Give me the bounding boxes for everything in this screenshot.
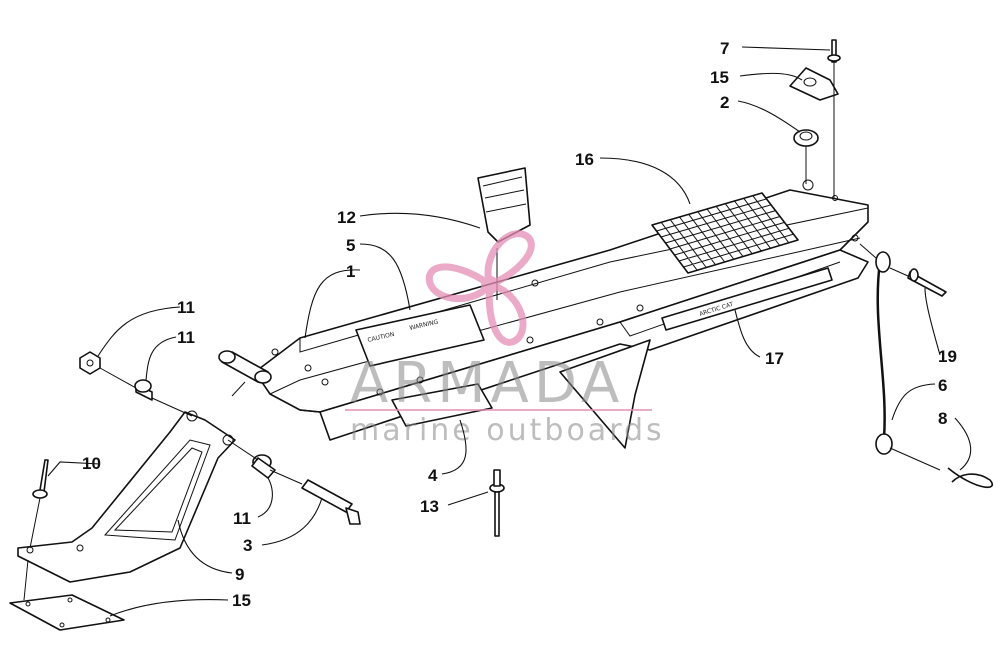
assembly-axes [23, 62, 909, 601]
bushing-part-upper [134, 379, 153, 401]
callout-10: 10 [82, 454, 101, 473]
callout-1: 1 [346, 262, 355, 281]
callout-18: 17 [765, 349, 784, 368]
callout-8: 8 [938, 409, 947, 428]
callout-9: 9 [235, 565, 244, 584]
armada-watermark: ARMADA marine outboards [345, 230, 665, 448]
tether-cord-part [875, 251, 893, 455]
callout-labels: 7 15 2 16 12 5 1 11 11 17 19 6 8 10 4 13… [82, 39, 957, 610]
clip-part [947, 467, 993, 488]
callout-2: 2 [720, 93, 729, 112]
callout-14: 13 [420, 497, 439, 516]
callout-6: 6 [938, 376, 947, 395]
callout-19: 19 [938, 347, 957, 366]
grid-decal-part [651, 192, 799, 274]
callout-11-upper: 11 [177, 328, 195, 347]
screw-part [827, 39, 841, 63]
callout-7: 7 [720, 39, 729, 58]
mount-part [789, 67, 839, 101]
bolt-part [301, 479, 361, 525]
pin-part [907, 268, 947, 297]
propeller-blade [484, 230, 535, 290]
callout-12: 11 [177, 298, 195, 317]
callout-5: 5 [346, 236, 355, 255]
caution-decal-part: CAUTION WARNING [355, 304, 485, 367]
callout-11-lower: 11 [233, 509, 251, 528]
rivet-part-left [32, 459, 49, 499]
propeller-logo-icon [425, 230, 535, 346]
leader-lines [47, 46, 972, 617]
callout-13: 12 [337, 208, 356, 227]
propeller-blade [425, 263, 496, 303]
grommet-part [793, 129, 819, 147]
rivet-part-center [489, 469, 505, 537]
callout-4: 4 [428, 466, 438, 485]
propeller-blade [485, 280, 527, 346]
callout-15: 15 [232, 591, 251, 610]
plate-part [9, 594, 125, 631]
propeller-hub [481, 276, 499, 294]
foot-brace-part [17, 410, 236, 583]
roller-tube-part [218, 350, 272, 384]
nut-part [79, 351, 101, 375]
watermark-tagline: marine outboards [350, 413, 665, 448]
callout-3: 3 [243, 536, 252, 555]
callout-17: 16 [575, 150, 594, 169]
warning-decal-part [391, 383, 493, 427]
watermark-brand: ARMADA [350, 351, 624, 416]
callout-16: 15 [710, 68, 729, 87]
